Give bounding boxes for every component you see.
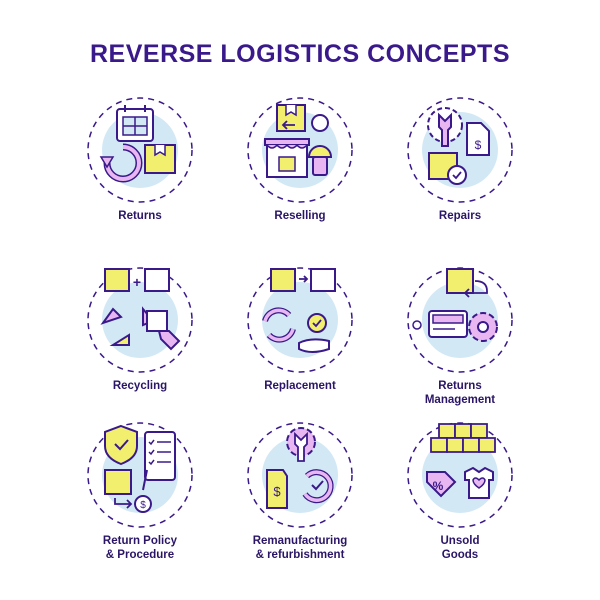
tile-label: Replacement <box>264 380 336 392</box>
wrench-gear-pricetag-icon: $ <box>405 95 515 205</box>
tile-recycling: + Recycling <box>40 265 240 415</box>
tile-label: Unsold Goods <box>440 535 480 561</box>
shield-checklist-icon: $ <box>85 420 195 530</box>
page-title: REVERSE LOGISTICS CONCEPTS <box>89 40 510 68</box>
tile-returns: Returns <box>40 95 240 245</box>
tile-repairs: $ Repairs <box>360 95 560 245</box>
tile-return-policy: $ Return Policy & Procedure <box>40 420 240 570</box>
tile-replacement: Replacement <box>200 265 400 415</box>
box-exchange-hand-icon <box>245 265 355 375</box>
gear-pricetag-cycle-icon: $ <box>245 420 355 530</box>
tile-label: Returns Management <box>424 380 496 406</box>
tile-reselling: Reselling <box>200 95 400 245</box>
storefront-seller-icon <box>245 95 355 205</box>
svg-text:$: $ <box>140 500 146 511</box>
tile-label: Recycling <box>112 380 168 392</box>
svg-text:$: $ <box>475 138 482 152</box>
stacked-boxes-discount-icon: % <box>405 420 515 530</box>
calendar-refresh-box-icon <box>85 95 195 205</box>
tile-label: Repairs <box>438 210 482 222</box>
tile-label: Return Policy & Procedure <box>102 535 178 561</box>
tile-label: Reselling <box>274 210 326 222</box>
tile-label: Remanufacturing & refurbishment <box>252 535 348 561</box>
tile-returns-management: Returns Management <box>360 265 560 415</box>
svg-text:$: $ <box>273 484 281 499</box>
tile-label: Returns <box>118 210 162 222</box>
tile-unsold-goods: % Unsold Goods <box>360 420 560 570</box>
return-box-gear-icon <box>405 265 515 375</box>
tile-remanufacturing: $ Remanufacturing & refurbishment <box>200 420 400 570</box>
svg-text:%: % <box>433 479 444 493</box>
svg-text:+: + <box>133 274 141 290</box>
recycle-boxes-icon: + <box>85 265 195 375</box>
